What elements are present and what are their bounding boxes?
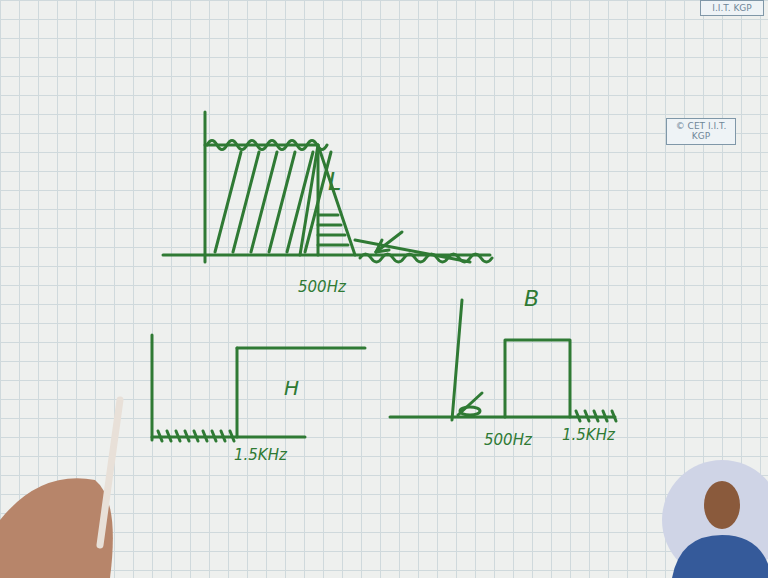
watermark-text: I.I.T. KGP xyxy=(705,3,759,13)
watermark-box: © CET I.I.T. KGP xyxy=(666,118,736,145)
frequency-label: 1.5KHz xyxy=(234,448,287,463)
frequency-label: 500Hz xyxy=(298,280,346,295)
watermark-text: © CET I.I.T. KGP xyxy=(671,121,731,142)
watermark-box: I.I.T. KGP xyxy=(700,0,764,16)
filter-letter: B xyxy=(524,288,539,310)
filter-letter: L xyxy=(328,170,341,194)
frequency-label: 500Hz xyxy=(484,433,532,448)
frequency-label: 1.5KHz xyxy=(562,428,615,443)
filter-letter: H xyxy=(284,378,299,398)
